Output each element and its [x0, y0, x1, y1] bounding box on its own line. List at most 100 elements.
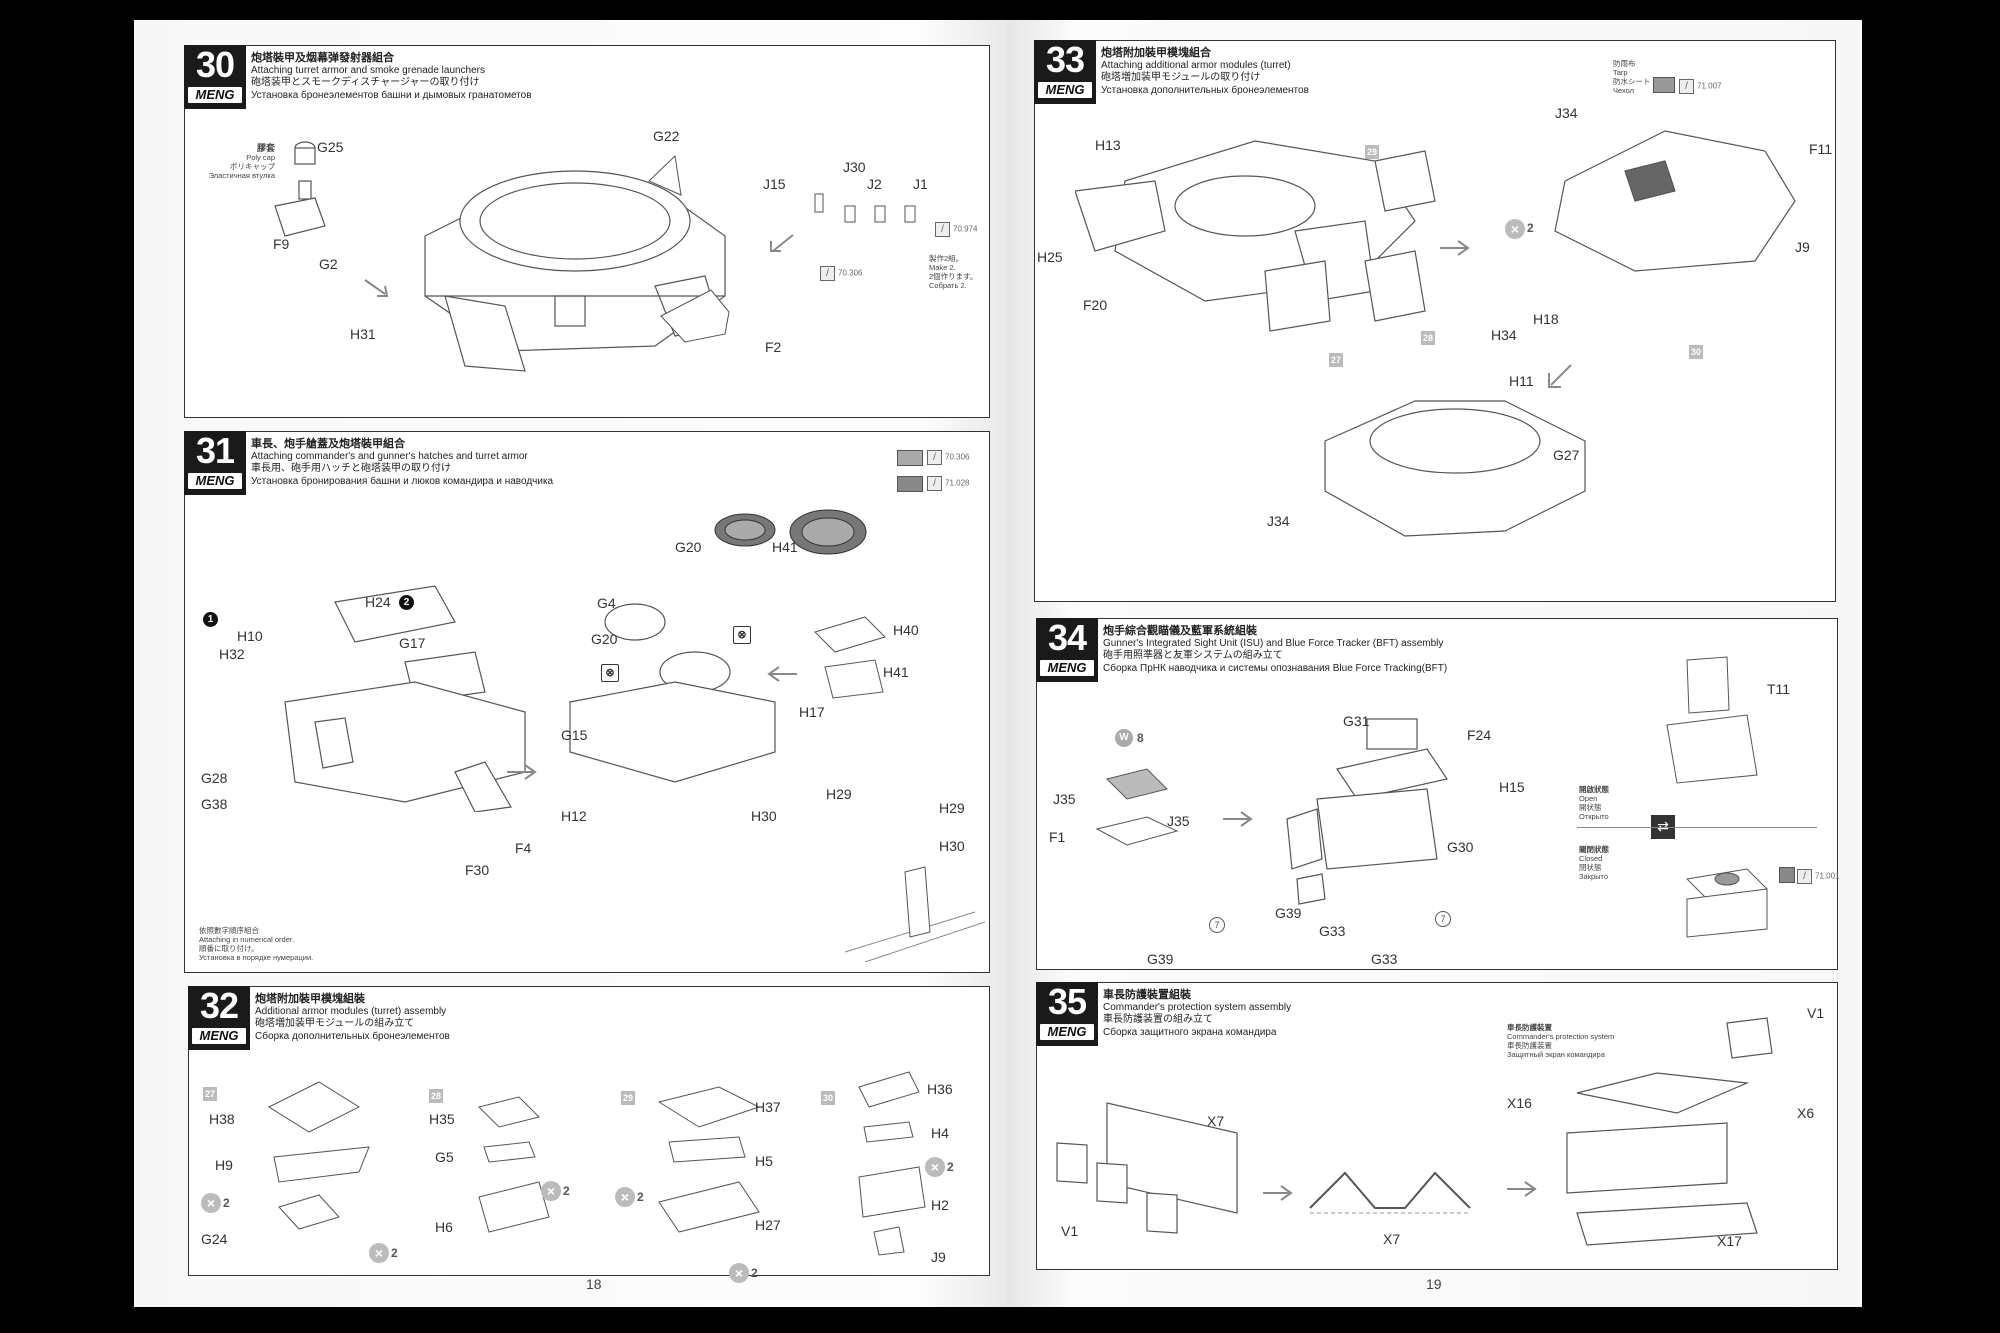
poly-cap-drawing — [274, 141, 326, 237]
sub-assembly-ref: 29 — [1365, 145, 1379, 159]
title-zh: 車長防護裝置組裝 — [1103, 989, 1191, 1001]
tarp-ru: Чехол — [1613, 86, 1635, 95]
order-ja: 順番に取り付け。 — [199, 944, 259, 953]
part-label: H17 — [799, 704, 825, 720]
part-label: G30 — [1447, 839, 1474, 855]
meng-logo: MENG — [188, 87, 242, 103]
step-32-panel: 32 MENG 炮塔附加裝甲模塊組裝 Additional armor modu… — [188, 985, 990, 1283]
part-label: H2 — [931, 1197, 949, 1213]
arrow-left-icon — [770, 234, 794, 252]
page-number: 19 — [1426, 1276, 1442, 1292]
part-label: J34 — [1555, 105, 1578, 121]
meng-logo: MENG — [188, 473, 242, 489]
part-label: J9 — [1795, 239, 1810, 255]
state-divider — [1577, 827, 1817, 828]
make-two-ja: 2個作ります。 — [929, 272, 978, 281]
part-label: H30 — [939, 838, 965, 854]
step-title: 炮塔附加裝甲模塊組合 Attaching additional armor mo… — [1101, 47, 1309, 97]
inset-en: Commander's protection system — [1507, 1032, 1615, 1041]
bft-drawing — [1666, 656, 1758, 784]
part-label: X7 — [1383, 1231, 1401, 1247]
title-en: Attaching turret armor and smoke grenade… — [251, 64, 486, 76]
part-label: G17 — [399, 635, 426, 651]
part-label: H32 — [219, 646, 245, 662]
decal-marker: 7 — [1435, 911, 1451, 927]
step-number-badge: 34 MENG — [1036, 618, 1098, 682]
part-label: G28 — [201, 770, 228, 786]
closed-state-label: 關閉狀態 Closed 閉状態 Закрыто — [1579, 845, 1609, 881]
turret-modules-result — [1554, 130, 1796, 272]
step-34-panel: 34 MENG 炮手綜合觀瞄儀及藍軍系統組裝 Gunner's Integrat… — [1036, 618, 1839, 970]
closed-ja: 閉状態 — [1579, 863, 1602, 872]
meng-logo: MENG — [192, 1028, 246, 1044]
part-label: F2 — [765, 339, 782, 355]
step-number: 32 — [199, 985, 239, 1026]
paint-brush-icon: / — [820, 266, 835, 281]
inset-zh: 車長防護裝置 — [1507, 1023, 1552, 1032]
step-number: 35 — [1047, 981, 1087, 1022]
part-label: H12 — [561, 808, 587, 824]
part-label: J9 — [931, 1249, 946, 1265]
quantity-x-icon: × — [369, 1243, 389, 1263]
quantity-count: 2 — [1527, 221, 1534, 235]
part-label: G4 — [597, 595, 616, 611]
quantity-count: 2 — [751, 1266, 758, 1280]
part-label: H38 — [209, 1111, 235, 1127]
quantity-x-icon: × — [201, 1193, 221, 1213]
part-label: J2 — [867, 176, 882, 192]
tarp-ja: 防水シート — [1613, 77, 1651, 86]
do-not-glue-icon: ⊗ — [733, 626, 751, 644]
step-number-badge: 33 MENG — [1034, 40, 1096, 104]
step-number-badge: 35 MENG — [1036, 982, 1098, 1046]
poly-cap-zh: 膠套 — [256, 143, 275, 153]
title-ja: 砲塔装甲とスモークディスチャージャーの取り付け — [251, 77, 480, 88]
part-label: H40 — [893, 622, 919, 638]
title-ru: Установка дополнительных бронеэлементов — [1101, 84, 1309, 96]
paint-callout: /70.306 — [820, 266, 862, 281]
order-zh: 依照數字順序組合 — [199, 926, 259, 935]
part-label: H29 — [939, 800, 965, 816]
part-label: F24 — [1467, 727, 1492, 743]
g22-part — [648, 154, 682, 196]
part-label: G38 — [201, 796, 228, 812]
quantity-x-icon: × — [615, 1187, 635, 1207]
paint-code: 71.007 — [1697, 81, 1722, 91]
paint-swatch — [897, 476, 923, 492]
sub-assembly-ref: 29 — [621, 1091, 635, 1105]
step-30-panel: 30 MENG 炮塔裝甲及烟幕弹發射器組合 Attaching turret a… — [184, 45, 990, 418]
title-zh: 炮塔附加裝甲模塊組裝 — [255, 993, 365, 1005]
poly-cap-ru: Эластичная втулка — [208, 171, 275, 180]
paint-callout: /71.007 — [1679, 79, 1721, 94]
step-number: 30 — [195, 44, 235, 85]
part-label: F30 — [465, 862, 490, 878]
part-label: H30 — [751, 808, 777, 824]
order-ru: Установка в порядке нумерации. — [199, 953, 314, 962]
part-label: F9 — [273, 236, 290, 252]
part-label: H29 — [826, 786, 852, 802]
protection-assembly-drawing — [1566, 1017, 1773, 1246]
paint-brush-icon: / — [1797, 869, 1812, 884]
meng-logo: MENG — [1040, 1024, 1094, 1040]
title-zh: 炮手綜合觀瞄儀及藍軍系統組裝 — [1103, 625, 1257, 637]
part-label: G31 — [1343, 713, 1370, 729]
part-label: G20 — [591, 631, 618, 647]
part-label: H35 — [429, 1111, 455, 1127]
turret-hatches-drawing-b — [569, 603, 776, 783]
step-number-badge: 31 MENG — [184, 431, 246, 495]
title-ja: 車長防護装置の組み立て — [1103, 1014, 1213, 1025]
title-zh: 車長、炮手艙蓋及炮塔裝甲組合 — [251, 438, 405, 450]
paint-callout: /70.974 — [935, 222, 977, 237]
part-label: G33 — [1319, 923, 1346, 939]
left-page: 30 MENG 炮塔裝甲及烟幕弹發射器組合 Attaching turret a… — [134, 20, 1006, 1307]
part-label: H27 — [755, 1217, 781, 1233]
part-label: H31 — [350, 326, 376, 342]
title-en: Additional armor modules (turret) assemb… — [255, 1005, 447, 1017]
step-title: 炮塔附加裝甲模塊組裝 Additional armor modules (tur… — [255, 993, 450, 1043]
launcher-parts — [814, 193, 916, 223]
paint-swatch — [1779, 867, 1795, 883]
turret-modules-drawing — [1075, 140, 1436, 332]
title-ru: Сборка ПрНК наводчика и системы опознава… — [1103, 662, 1448, 674]
part-label: J35 — [1167, 813, 1190, 829]
arrow-right-icon — [1223, 811, 1253, 827]
open-en: Open — [1579, 794, 1598, 803]
